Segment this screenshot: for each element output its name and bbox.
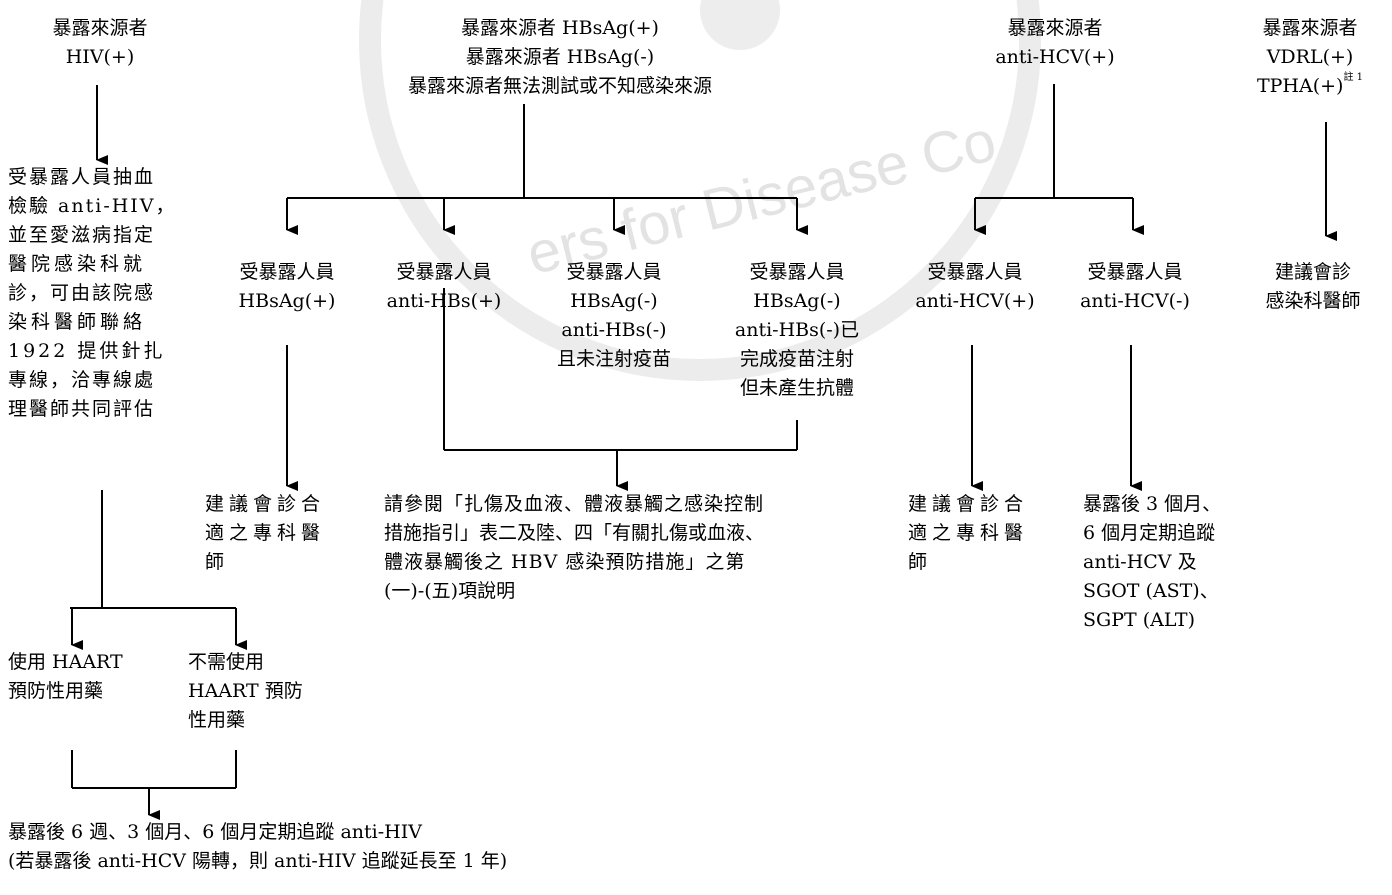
hiv-action-line: 理醫師共同評估 (8, 398, 156, 420)
hcv-case-negative: 受暴露人員 anti-HCV(-) (1060, 258, 1210, 316)
use-haart-line: 使用 HAART (8, 651, 123, 673)
hbv-case-line: anti-HBs(+) (386, 290, 502, 312)
hbv-case-nonresponder: 受暴露人員 HBsAg(-) anti-HBs(-)已 完成疫苗注射 但未產生抗… (712, 258, 882, 403)
hbv-case-line: anti-HBs(-)已 (734, 319, 860, 341)
hiv-action-line: 並至愛滋病指定 (8, 224, 156, 246)
no-haart-line: 不需使用 (188, 651, 265, 673)
hiv-action-line: 受暴露人員抽血 (8, 166, 156, 188)
hiv-action-line: 1922 提供針扎 (8, 340, 166, 362)
no-haart-line: HAART 預防 (188, 680, 303, 702)
source-syphilis-tpha: TPHA(+)註 1 (1232, 72, 1388, 101)
use-haart-line: 預防性用藥 (8, 680, 104, 702)
hiv-followup-line: 暴露後 6 週、3 個月、6 個月定期追蹤 anti-HIV (8, 821, 422, 843)
hbv-group-result-line: 請參閱「扎傷及血液、體液暴觸之感染控制 (384, 493, 765, 515)
hbv-result-line: 建議會診合 (205, 493, 326, 515)
hbv-case-antihbs-positive: 受暴露人員 anti-HBs(+) (374, 258, 514, 316)
source-syphilis-label: 暴露來源者 (1262, 17, 1358, 39)
syphilis-result: 建議會診 感染科醫師 (1238, 258, 1388, 316)
hiv-use-haart: 使用 HAART 預防性用藥 (8, 648, 168, 706)
hcv-case-line: 受暴露人員 (927, 261, 1023, 283)
hcv-result-line: SGOT (AST)、 (1083, 580, 1219, 602)
hbv-group-result-line: (一)-(五)項說明 (384, 580, 516, 602)
source-hcv-label: 暴露來源者 (1007, 17, 1103, 39)
hbv-group-result-line: 措施指引」表二及陸、四「有關扎傷或血液、 (384, 522, 765, 544)
source-hbv-negative: 暴露來源者 HBsAg(-) (465, 46, 655, 68)
hbv-case-line: 但未產生抗體 (739, 377, 854, 399)
source-syphilis-tpha-text: TPHA(+) (1256, 75, 1344, 97)
hbv-group-result: 請參閱「扎傷及血液、體液暴觸之感染控制 措施指引」表二及陸、四「有關扎傷或血液、… (384, 490, 894, 606)
hbv-case-line: 完成疫苗注射 (739, 348, 854, 370)
hbv-result-line: 師 (205, 551, 230, 573)
hcv-result-line: 師 (908, 551, 933, 573)
hbv-case1-result: 建議會診合 適之專科醫 師 (205, 490, 365, 577)
hbv-case-hbsag-positive: 受暴露人員 HBsAg(+) (217, 258, 357, 316)
hiv-action-line: 醫院感染科就 (8, 253, 147, 275)
hiv-followup: 暴露後 6 週、3 個月、6 個月定期追蹤 anti-HIV (若暴露後 ant… (8, 818, 788, 876)
hcv-result-line: 適之專科醫 (908, 522, 1029, 544)
hcv-case-positive: 受暴露人員 anti-HCV(+) (900, 258, 1050, 316)
hbv-case-line: HBsAg(-) (753, 290, 841, 312)
hbv-case-line: 且未注射疫苗 (556, 348, 671, 370)
hiv-action-line: 檢驗 anti-HIV， (8, 195, 177, 217)
hbv-case-line: 受暴露人員 (239, 261, 335, 283)
hcv-negative-result: 暴露後 3 個月、 6 個月定期追蹤 anti-HCV 及 SGOT (AST)… (1083, 490, 1283, 635)
hcv-positive-result: 建議會診合 適之專科醫 師 (908, 490, 1068, 577)
hcv-case-line: 受暴露人員 (1087, 261, 1183, 283)
hbv-case-line: HBsAg(+) (238, 290, 336, 312)
hiv-action-line: 專線，洽專線處 (8, 369, 156, 391)
hcv-result-line: 建議會診合 (908, 493, 1029, 515)
hbv-case-line: 受暴露人員 (749, 261, 845, 283)
hiv-action-line: 診，可由該院感 (8, 282, 156, 304)
source-hcv-test: anti-HCV(+) (995, 46, 1115, 68)
hiv-no-haart: 不需使用 HAART 預防 性用藥 (188, 648, 338, 735)
syphilis-result-line: 感染科醫師 (1265, 290, 1361, 312)
source-hbv: 暴露來源者 HBsAg(+) 暴露來源者 HBsAg(-) 暴露來源者無法測試或… (330, 14, 790, 101)
footnote-marker: 註 1 (1343, 72, 1364, 83)
hcv-result-line: 6 個月定期追蹤 (1083, 522, 1216, 544)
hcv-result-line: 暴露後 3 個月、 (1083, 493, 1222, 515)
hiv-followup-line: (若暴露後 anti-HCV 陽轉，則 anti-HIV 追蹤延長至 1 年) (8, 850, 508, 872)
hcv-case-line: anti-HCV(-) (1080, 290, 1190, 312)
hbv-case-line: HBsAg(-) (570, 290, 658, 312)
source-hbv-positive: 暴露來源者 HBsAg(+) (461, 17, 659, 39)
hbv-case-line: anti-HBs(-) (561, 319, 667, 341)
source-hbv-unknown: 暴露來源者無法測試或不知感染來源 (407, 75, 712, 97)
syphilis-result-line: 建議會診 (1274, 261, 1351, 283)
source-syphilis: 暴露來源者 VDRL(+) TPHA(+)註 1 (1232, 14, 1388, 101)
hiv-exposed-action: 受暴露人員抽血 檢驗 anti-HIV， 並至愛滋病指定 醫院感染科就 診，可由… (8, 163, 198, 424)
source-hcv: 暴露來源者 anti-HCV(+) (975, 14, 1135, 72)
no-haart-line: 性用藥 (188, 709, 246, 731)
hbv-case-line: 受暴露人員 (396, 261, 492, 283)
hcv-result-line: SGPT (ALT) (1083, 609, 1195, 631)
hcv-result-line: anti-HCV 及 (1083, 551, 1197, 573)
hbv-result-line: 適之專科醫 (205, 522, 326, 544)
source-hiv-label: 暴露來源者 (52, 17, 148, 39)
source-hiv: 暴露來源者 HIV(+) (20, 14, 180, 72)
hbv-case-unvaccinated: 受暴露人員 HBsAg(-) anti-HBs(-) 且未注射疫苗 (536, 258, 692, 374)
source-syphilis-vdrl: VDRL(+) (1266, 46, 1354, 68)
hbv-case-line: 受暴露人員 (566, 261, 662, 283)
hcv-case-line: anti-HCV(+) (915, 290, 1035, 312)
source-hiv-test: HIV(+) (65, 46, 135, 68)
hiv-action-line: 染科醫師聯絡 (8, 311, 147, 333)
hbv-group-result-line: 體液暴觸後之 HBV 感染預防措施」之第 (384, 551, 746, 573)
